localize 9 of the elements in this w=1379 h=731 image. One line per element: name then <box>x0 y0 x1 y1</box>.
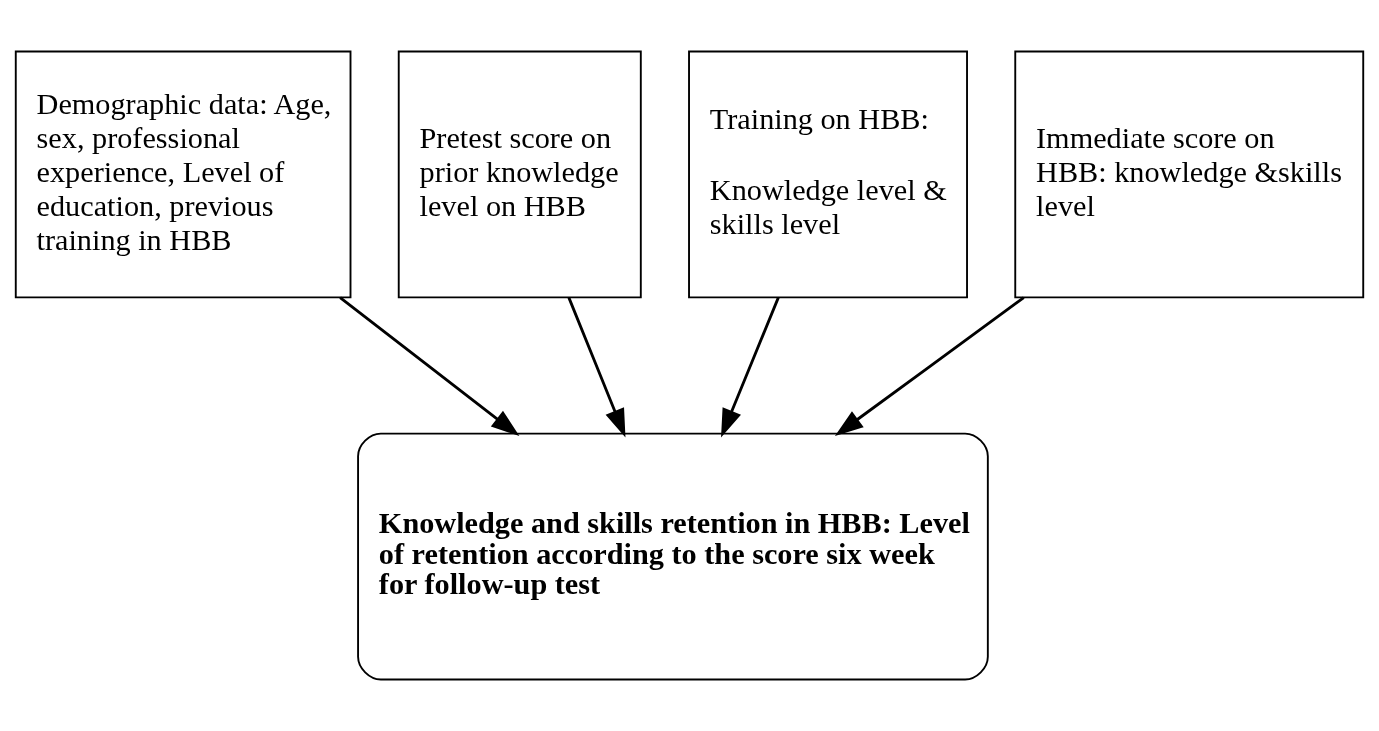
arrow <box>567 297 626 438</box>
arrow <box>721 297 780 438</box>
node-box: Knowledge and skills retention in HBB: Level of retention according to the score six week for follow-up test <box>357 432 989 681</box>
arrow <box>834 296 1025 436</box>
node-box: Training on HBB: Knowledge level & skills level <box>688 50 968 299</box>
arrow <box>339 296 520 437</box>
node-box: Demographic data: Age, sex, professional experience, Level of education, previous training in HBB <box>14 50 352 299</box>
node-box: Pretest score on prior knowledge level on HBB <box>397 50 642 299</box>
node-box: Immediate score on HBB: knowledge &skills level <box>1014 50 1365 299</box>
